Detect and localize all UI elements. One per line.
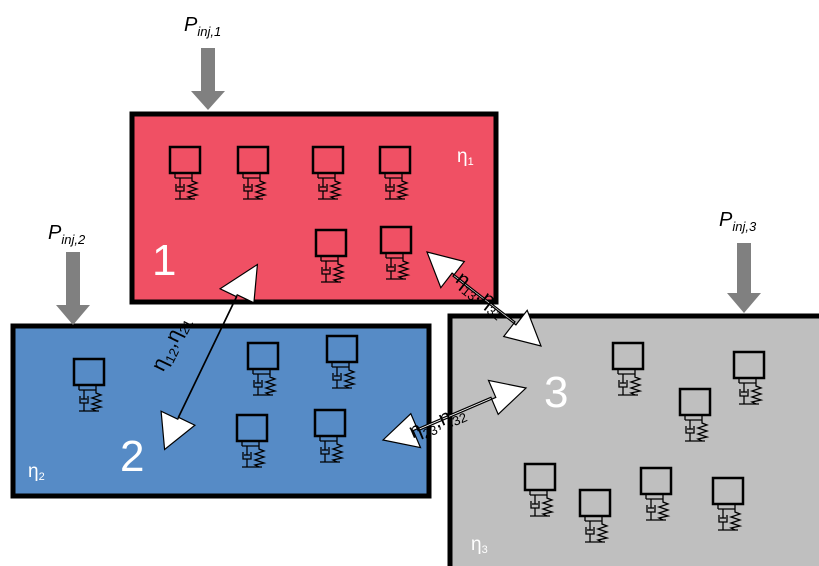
injection-label-2: Pinj,2 xyxy=(48,223,85,246)
double-headed-arrow-icon xyxy=(426,251,542,347)
zone-2-box xyxy=(10,323,432,499)
eta-symbol: η xyxy=(471,534,482,555)
zone-1-loss-factor: η1 xyxy=(457,147,474,168)
zone-2-loss-factor: η2 xyxy=(28,462,45,483)
eta-symbol: η xyxy=(28,461,39,482)
eta-subscript: 3 xyxy=(481,544,488,556)
zone-3-loss-factor: η3 xyxy=(471,535,488,556)
injection-subscript: inj,2 xyxy=(61,232,86,247)
eta-subscript: 2 xyxy=(38,471,45,483)
zone-2 xyxy=(10,323,432,499)
injection-symbol: P xyxy=(48,222,62,244)
zone-3 xyxy=(447,313,819,566)
injection-symbol: P xyxy=(719,209,733,231)
injection-symbol: P xyxy=(184,14,198,36)
double-headed-arrow-icon xyxy=(160,263,259,451)
coupling-arrows xyxy=(160,251,542,451)
eta-subscript: 1 xyxy=(467,156,474,168)
down-arrow-icon xyxy=(56,252,90,325)
injection-arrows xyxy=(56,48,761,325)
zone-3-number: 3 xyxy=(544,368,569,417)
eta-symbol: η xyxy=(457,146,468,167)
injection-subscript: inj,3 xyxy=(732,219,757,234)
injection-subscript: inj,1 xyxy=(197,24,222,39)
zone-2-number: 2 xyxy=(120,432,145,481)
double-headed-arrow-icon xyxy=(381,379,528,449)
injection-label-1: Pinj,1 xyxy=(184,15,221,38)
injection-label-3: Pinj,3 xyxy=(719,210,756,233)
down-arrow-icon xyxy=(191,48,225,110)
down-arrow-icon xyxy=(727,243,761,313)
zone-3-box xyxy=(447,313,819,566)
zone-1-number: 1 xyxy=(152,236,177,285)
